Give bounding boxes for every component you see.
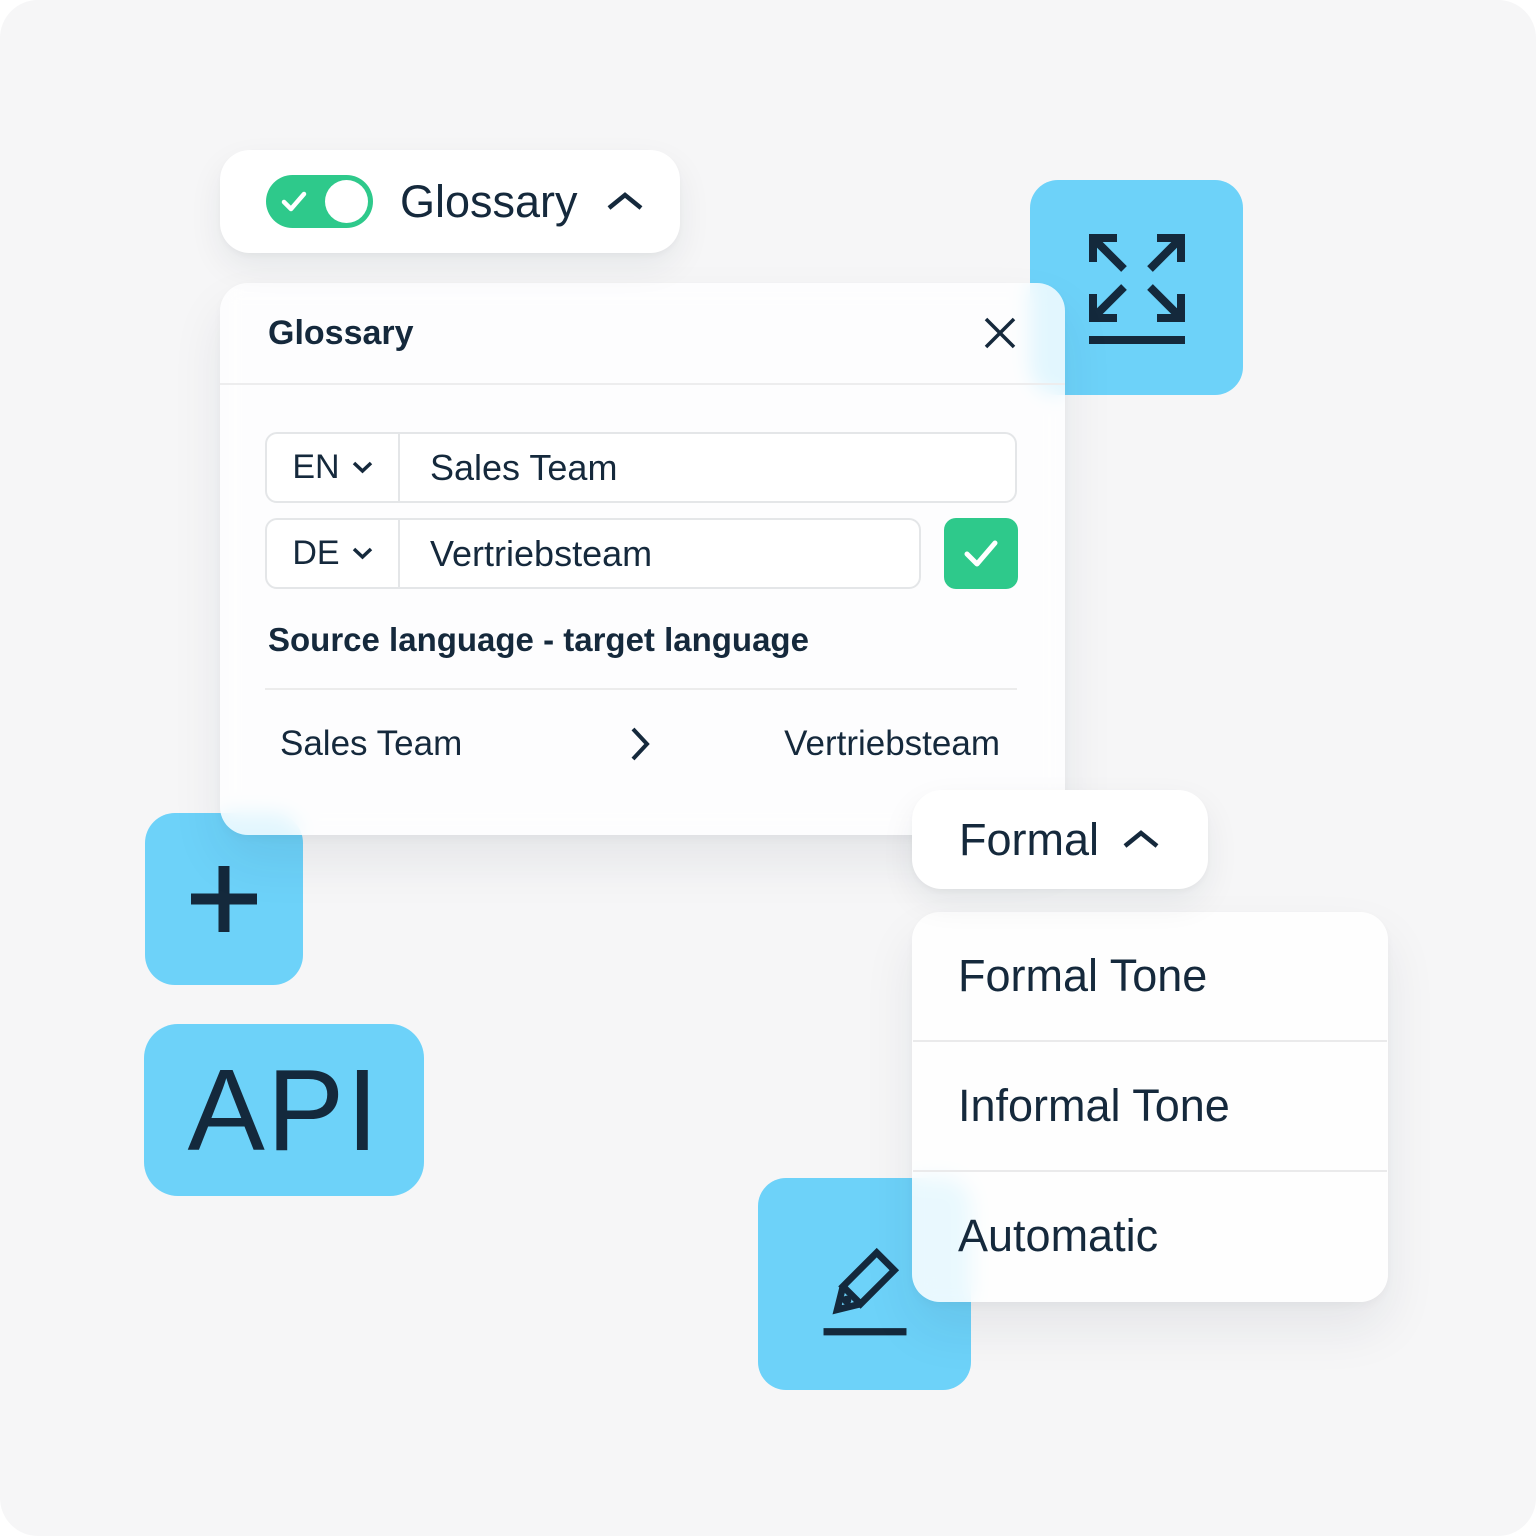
menu-item-informal-tone[interactable]: Informal Tone: [958, 1080, 1230, 1131]
glossary-panel-title: Glossary: [268, 313, 414, 352]
glossary-pair-row[interactable]: Sales Team Vertriebsteam: [280, 721, 1000, 767]
check-icon: [281, 191, 307, 213]
chevron-up-icon: [1121, 829, 1161, 850]
tone-dropdown-trigger[interactable]: Formal: [912, 790, 1208, 889]
confirm-entry-button[interactable]: [944, 518, 1018, 589]
tone-dropdown-menu: Formal Tone Informal Tone Automatic: [912, 912, 1388, 1302]
close-icon[interactable]: [981, 314, 1019, 352]
target-term-value: Vertriebsteam: [430, 532, 653, 574]
glossary-toggle-switch[interactable]: [266, 175, 373, 228]
glossary-toggle-label: Glossary: [400, 175, 578, 227]
header-divider: [220, 383, 1065, 385]
glossary-panel: Glossary EN Sales Team DE: [220, 283, 1065, 835]
glossary-panel-header: Glossary: [268, 283, 414, 383]
pencil-icon: [813, 1228, 917, 1340]
expand-tile[interactable]: [1030, 180, 1243, 395]
chevron-down-icon: [352, 461, 373, 474]
plus-icon: [185, 860, 263, 938]
expand-arrows-icon: [1087, 232, 1187, 344]
glossary-entry-row-source: EN Sales Team: [265, 432, 1017, 503]
tone-selected-label: Formal: [958, 813, 1099, 865]
chevron-up-icon: [605, 191, 645, 212]
menu-item-automatic[interactable]: Automatic: [958, 1210, 1159, 1261]
chevron-right-icon: [629, 725, 651, 763]
add-entry-tile[interactable]: [145, 813, 303, 985]
target-language-select[interactable]: DE: [267, 520, 400, 587]
menu-divider: [913, 1040, 1387, 1042]
list-divider: [265, 688, 1017, 690]
menu-divider: [913, 1170, 1387, 1172]
source-term-input[interactable]: Sales Team: [400, 434, 1015, 501]
chevron-down-icon: [352, 547, 373, 560]
menu-item-formal-tone[interactable]: Formal Tone: [958, 950, 1208, 1001]
api-label: API: [187, 1045, 381, 1175]
glossary-entry-row-target: DE Vertriebsteam: [265, 518, 921, 589]
toggle-knob: [325, 180, 368, 223]
source-language-code: EN: [292, 448, 340, 486]
pair-source-term: Sales Team: [280, 724, 463, 763]
section-heading: Source language - target language: [268, 621, 809, 658]
source-term-value: Sales Team: [430, 446, 618, 488]
target-term-input[interactable]: Vertriebsteam: [400, 520, 919, 587]
check-icon: [963, 539, 999, 569]
api-tile: API: [144, 1024, 424, 1196]
target-language-code: DE: [292, 534, 340, 572]
pair-target-term: Vertriebsteam: [784, 724, 1000, 763]
source-language-select[interactable]: EN: [267, 434, 400, 501]
glossary-toggle-pill[interactable]: Glossary: [220, 150, 680, 253]
